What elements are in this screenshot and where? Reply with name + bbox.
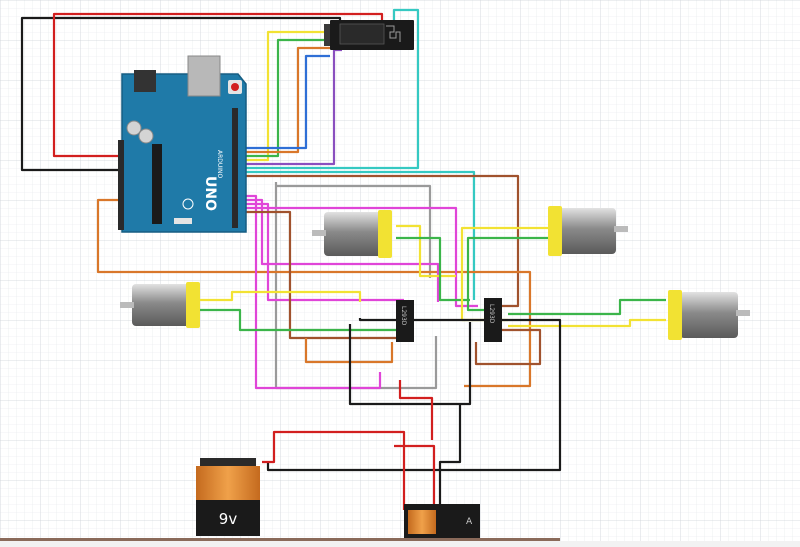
board-label: UNO <box>202 176 218 211</box>
chip-1-label: L293D <box>400 306 407 326</box>
wire-red-top <box>52 12 384 158</box>
wire-yellow-m1 <box>200 290 362 302</box>
wire-yellow-m2 <box>396 224 456 278</box>
wire-black-rail <box>266 318 562 472</box>
atmega-chip <box>152 144 162 224</box>
driver-chip-2: L293D <box>484 298 502 342</box>
wire-yellow-radio <box>236 30 330 162</box>
wire-red-rail-2 <box>398 380 434 440</box>
wire-gray <box>276 184 432 278</box>
battery-9v: 9v <box>196 458 260 536</box>
wire-green-m1 <box>200 308 398 332</box>
wire-green-m2 <box>396 236 470 302</box>
bottom-edge <box>0 538 560 541</box>
driver-chip-1: L293D <box>396 300 414 342</box>
wire-orange-left <box>96 198 532 388</box>
wire-red-rail-1 <box>262 430 406 510</box>
bottom-strip <box>0 541 800 547</box>
motor-4 <box>668 290 750 340</box>
wire-brown-a <box>240 210 414 340</box>
wire-orange-radio <box>236 46 330 154</box>
battery-9v-label: 9v <box>219 510 238 528</box>
brand-label: ARDUINO <box>216 150 223 179</box>
wire-green-m4 <box>508 298 666 316</box>
motor-3 <box>548 206 628 256</box>
wire-cyan-right <box>236 170 476 300</box>
usb-port <box>187 55 221 97</box>
motor-1 <box>120 282 200 328</box>
wire-cyan-radio <box>236 8 420 170</box>
wire-magenta-1 <box>240 194 382 390</box>
wires <box>20 8 666 510</box>
radio-module <box>324 20 414 50</box>
wire-black-chips <box>348 322 472 406</box>
chip-2-label: L293D <box>488 304 495 324</box>
wire-brown-long <box>236 174 520 308</box>
wire-black-holder <box>438 404 462 510</box>
wire-blue-radio <box>236 54 330 150</box>
wire-red-rail-3 <box>394 444 436 510</box>
wire-brown-c <box>474 328 542 366</box>
power-jack <box>134 70 156 92</box>
wire-yellow-m4 <box>508 318 666 328</box>
arduino-board: UNO ARDUINO <box>118 55 247 233</box>
motor-2 <box>312 210 392 258</box>
battery-holder: A <box>404 504 480 540</box>
battery-holder-label: A <box>466 517 473 527</box>
wire-green-radio <box>236 38 330 158</box>
wire-magenta-3 <box>240 202 404 302</box>
